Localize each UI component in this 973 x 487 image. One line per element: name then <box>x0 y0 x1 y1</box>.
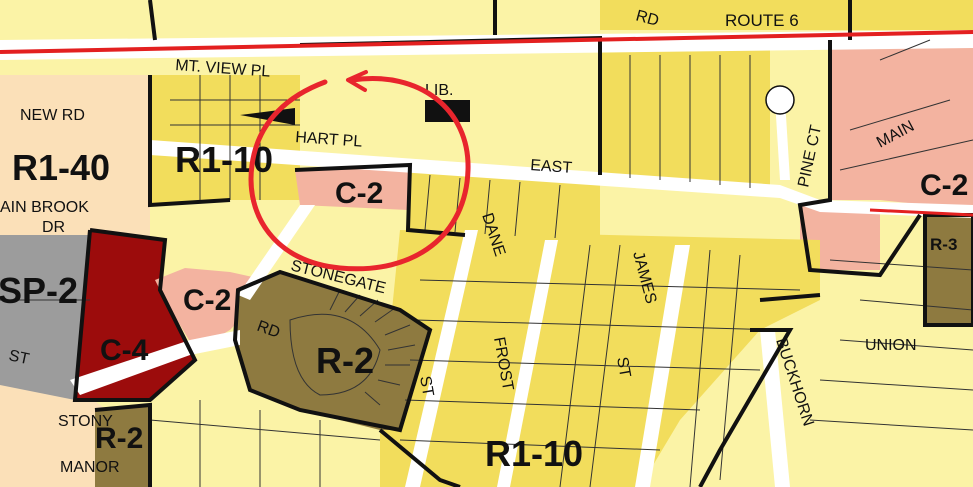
zone-r-2-bottom-label: R-2 <box>95 422 143 455</box>
zone-r1-10-bottom-label: R1-10 <box>485 433 583 474</box>
road-sw <box>238 205 315 300</box>
hart-pl-marker <box>240 108 295 125</box>
brook-line1-label: AIN BROOK <box>0 199 89 216</box>
zone-r-3-label: R-3 <box>930 235 957 254</box>
annotation-circle-start <box>346 70 368 92</box>
brook-line2-label: DR <box>42 219 65 236</box>
st-james-label: ST <box>613 356 633 379</box>
annotation-circle <box>248 76 471 272</box>
st-stonegate-label: ST <box>416 375 436 398</box>
stony-label: STONY <box>58 413 113 430</box>
hart-pl-label: HART PL <box>295 129 363 151</box>
mt-view-pl-label: MT. VIEW PL <box>175 57 271 81</box>
james-st-road <box>635 245 690 487</box>
zone-r-2-center-label: R-2 <box>316 340 374 381</box>
union-label: UNION <box>865 337 917 354</box>
c-2-center-area <box>295 165 410 210</box>
route-6-label: ROUTE 6 <box>725 11 799 30</box>
r1-10-bottom-area <box>380 230 820 487</box>
new-rd-label: NEW RD <box>20 107 85 124</box>
sp-2-area <box>0 235 90 400</box>
east-label: EAST <box>530 157 573 177</box>
road-southwest <box>70 330 240 395</box>
main-red-line <box>869 208 973 217</box>
zone-c-2-right-label: C-2 <box>920 169 968 202</box>
r1-40-area <box>0 75 150 240</box>
zone-r1-40-label: R1-40 <box>12 147 110 188</box>
route-rd-label: RD <box>634 7 661 29</box>
east-main-road <box>150 140 973 218</box>
st-left-label: ST <box>7 347 31 368</box>
north-yellow-parcels <box>600 0 973 30</box>
middle-parcels <box>410 170 600 240</box>
c-2-right-area <box>830 40 973 210</box>
zone-c-2-center-label: C-2 <box>335 177 383 210</box>
r-2-bottom-area <box>95 405 150 487</box>
r-2-stonegate-area <box>235 272 430 430</box>
stonegate-radial-lines <box>289 289 416 406</box>
rd-small-label: RD <box>255 318 283 342</box>
r-3-area <box>925 215 973 325</box>
zone-c-2-left-label: C-2 <box>183 284 231 317</box>
pine-ct-cul-de-sac <box>765 85 795 115</box>
dane-st-road <box>405 230 478 487</box>
zone-c-4-label: C-4 <box>100 334 149 367</box>
pine-ct-road <box>775 100 790 180</box>
east-parcels-yellow <box>600 45 770 190</box>
manor-label: MANOR <box>60 459 120 476</box>
route-6-line <box>0 30 973 54</box>
r1-10-top-area <box>150 75 300 205</box>
zone-sp-2-label: SP-2 <box>0 270 78 311</box>
